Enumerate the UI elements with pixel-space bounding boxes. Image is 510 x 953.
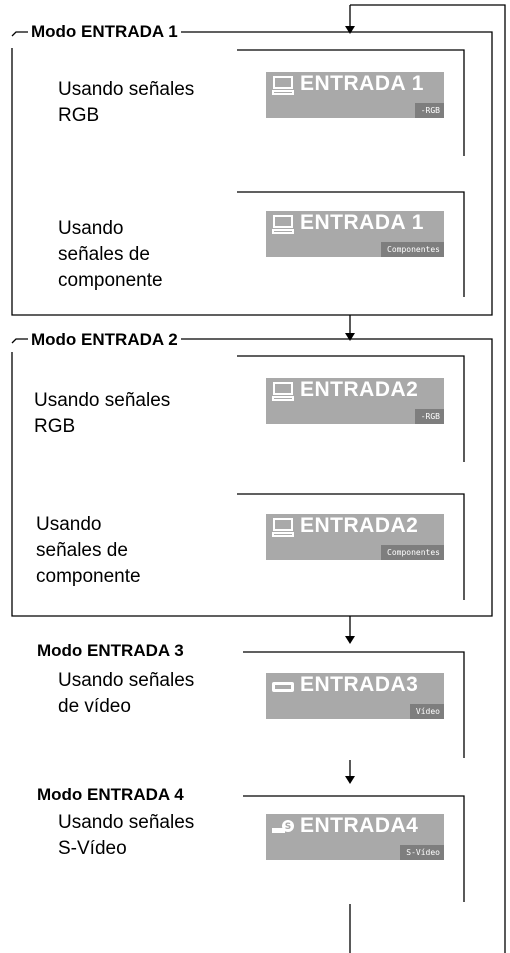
arrowhead-4 <box>345 776 355 784</box>
mode1-row1-badge: ENTRADA 1 -RGB <box>266 72 444 118</box>
s-video-icon: S <box>272 820 294 833</box>
mode4-label: Usando señales S-Vídeo <box>58 812 195 859</box>
mode3-bracket <box>243 651 465 758</box>
return-loop-line <box>350 4 506 953</box>
mode1-row2-label: Usando señales de componente <box>58 218 163 291</box>
mode3-badge: ENTRADA3 Vídeo <box>266 673 444 719</box>
computer-icon <box>272 76 294 95</box>
mode2-row1-bracket <box>237 355 465 462</box>
arrowhead-3 <box>345 636 355 644</box>
mode1-row1-label: Usando señales RGB <box>58 79 195 126</box>
mode1-row2-bracket <box>237 191 465 297</box>
mode3-title: Modo ENTRADA 3 <box>34 641 187 661</box>
mode4-badge: S ENTRADA4 S-Vídeo <box>266 814 444 860</box>
mode4-bracket <box>243 795 465 902</box>
mode4-title: Modo ENTRADA 4 <box>34 785 187 805</box>
mode2-row1-label: Usando señales RGB <box>34 390 171 437</box>
arrowhead-2 <box>345 333 355 341</box>
mode2-title: Modo ENTRADA 2 <box>28 330 181 350</box>
mode2-row2-bracket <box>237 493 465 600</box>
mode1-title: Modo ENTRADA 1 <box>28 22 181 42</box>
svg-text:S: S <box>285 822 291 832</box>
mode1-row1-bracket <box>237 49 465 156</box>
computer-icon <box>272 382 294 401</box>
computer-icon <box>272 215 294 234</box>
mode2-row2-label: Usando señales de componente <box>36 514 141 587</box>
mode1-box <box>11 31 493 316</box>
mode3-label: Usando señales de vídeo <box>58 670 195 717</box>
mode2-row2-badge: ENTRADA2 Componentes <box>266 514 444 560</box>
computer-icon <box>272 518 294 537</box>
video-icon <box>272 682 294 692</box>
mode2-box <box>11 338 493 617</box>
mode2-row1-badge: ENTRADA2 -RGB <box>266 378 444 424</box>
arrowhead-1 <box>345 26 355 34</box>
mode1-row2-badge: ENTRADA 1 Componentes <box>266 211 444 257</box>
